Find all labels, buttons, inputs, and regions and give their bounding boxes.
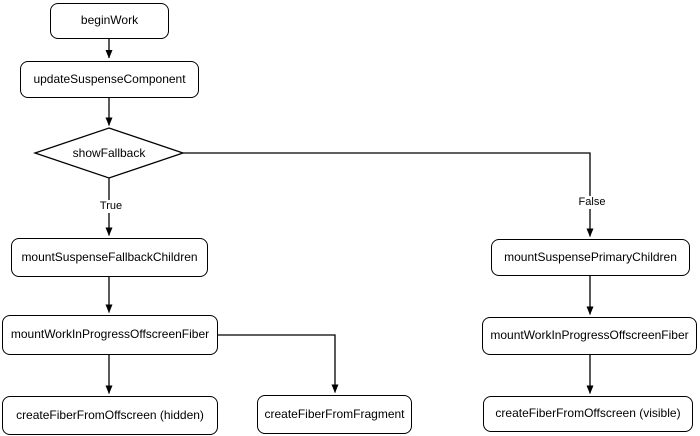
- node-showfallback: showFallback: [35, 128, 183, 178]
- node-mountworkinprogressoffscreenfiber-left-label: mountWorkInProgressOffscreenFiber: [10, 327, 210, 342]
- node-createfiberfromfragment-label: createFiberFromFragment: [264, 406, 405, 421]
- node-mountworkinprogressoffscreenfiber-left: mountWorkInProgressOffscreenFiber: [2, 315, 218, 355]
- node-showfallback-label: showFallback: [72, 146, 146, 160]
- node-createfiberfromfragment: createFiberFromFragment: [257, 395, 412, 434]
- node-updatesuspensecomponent-label: updateSuspenseComponent: [33, 71, 186, 86]
- edge-label-false: False: [572, 196, 612, 209]
- node-updatesuspensecomponent: updateSuspenseComponent: [20, 61, 199, 98]
- node-mountsuspenseprimarychildren: mountSuspensePrimaryChildren: [491, 239, 690, 276]
- node-mountsuspenseprimarychildren-label: mountSuspensePrimaryChildren: [504, 249, 677, 264]
- node-createfiberfromoffscreen-visible: createFiberFromOffscreen (visible): [483, 396, 693, 432]
- node-beginwork: beginWork: [50, 3, 169, 39]
- edge-mountworkinprogressoffscreenfiber-left-to-createfiberfromfragment: [218, 334, 339, 393]
- node-beginwork-label: beginWork: [80, 13, 139, 28]
- node-mountworkinprogressoffscreenfiber-right: mountWorkInProgressOffscreenFiber: [482, 317, 697, 355]
- node-createfiberfromoffscreen-hidden-label: createFiberFromOffscreen (hidden): [16, 407, 204, 422]
- node-createfiberfromoffscreen-visible-label: createFiberFromOffscreen (visible): [495, 406, 681, 421]
- edge-showfallback-false-to-mountsuspenseprimarychildren: [183, 152, 594, 237]
- node-mountworkinprogressoffscreenfiber-right-label: mountWorkInProgressOffscreenFiber: [490, 328, 689, 343]
- node-mountsuspensefallbackchildren: mountSuspenseFallbackChildren: [11, 238, 208, 277]
- decision-diamond-shape: [32, 127, 186, 179]
- edge-label-true: True: [92, 200, 130, 213]
- node-mountsuspensefallbackchildren-label: mountSuspenseFallbackChildren: [21, 249, 198, 264]
- node-createfiberfromoffscreen-hidden: createFiberFromOffscreen (hidden): [2, 396, 218, 435]
